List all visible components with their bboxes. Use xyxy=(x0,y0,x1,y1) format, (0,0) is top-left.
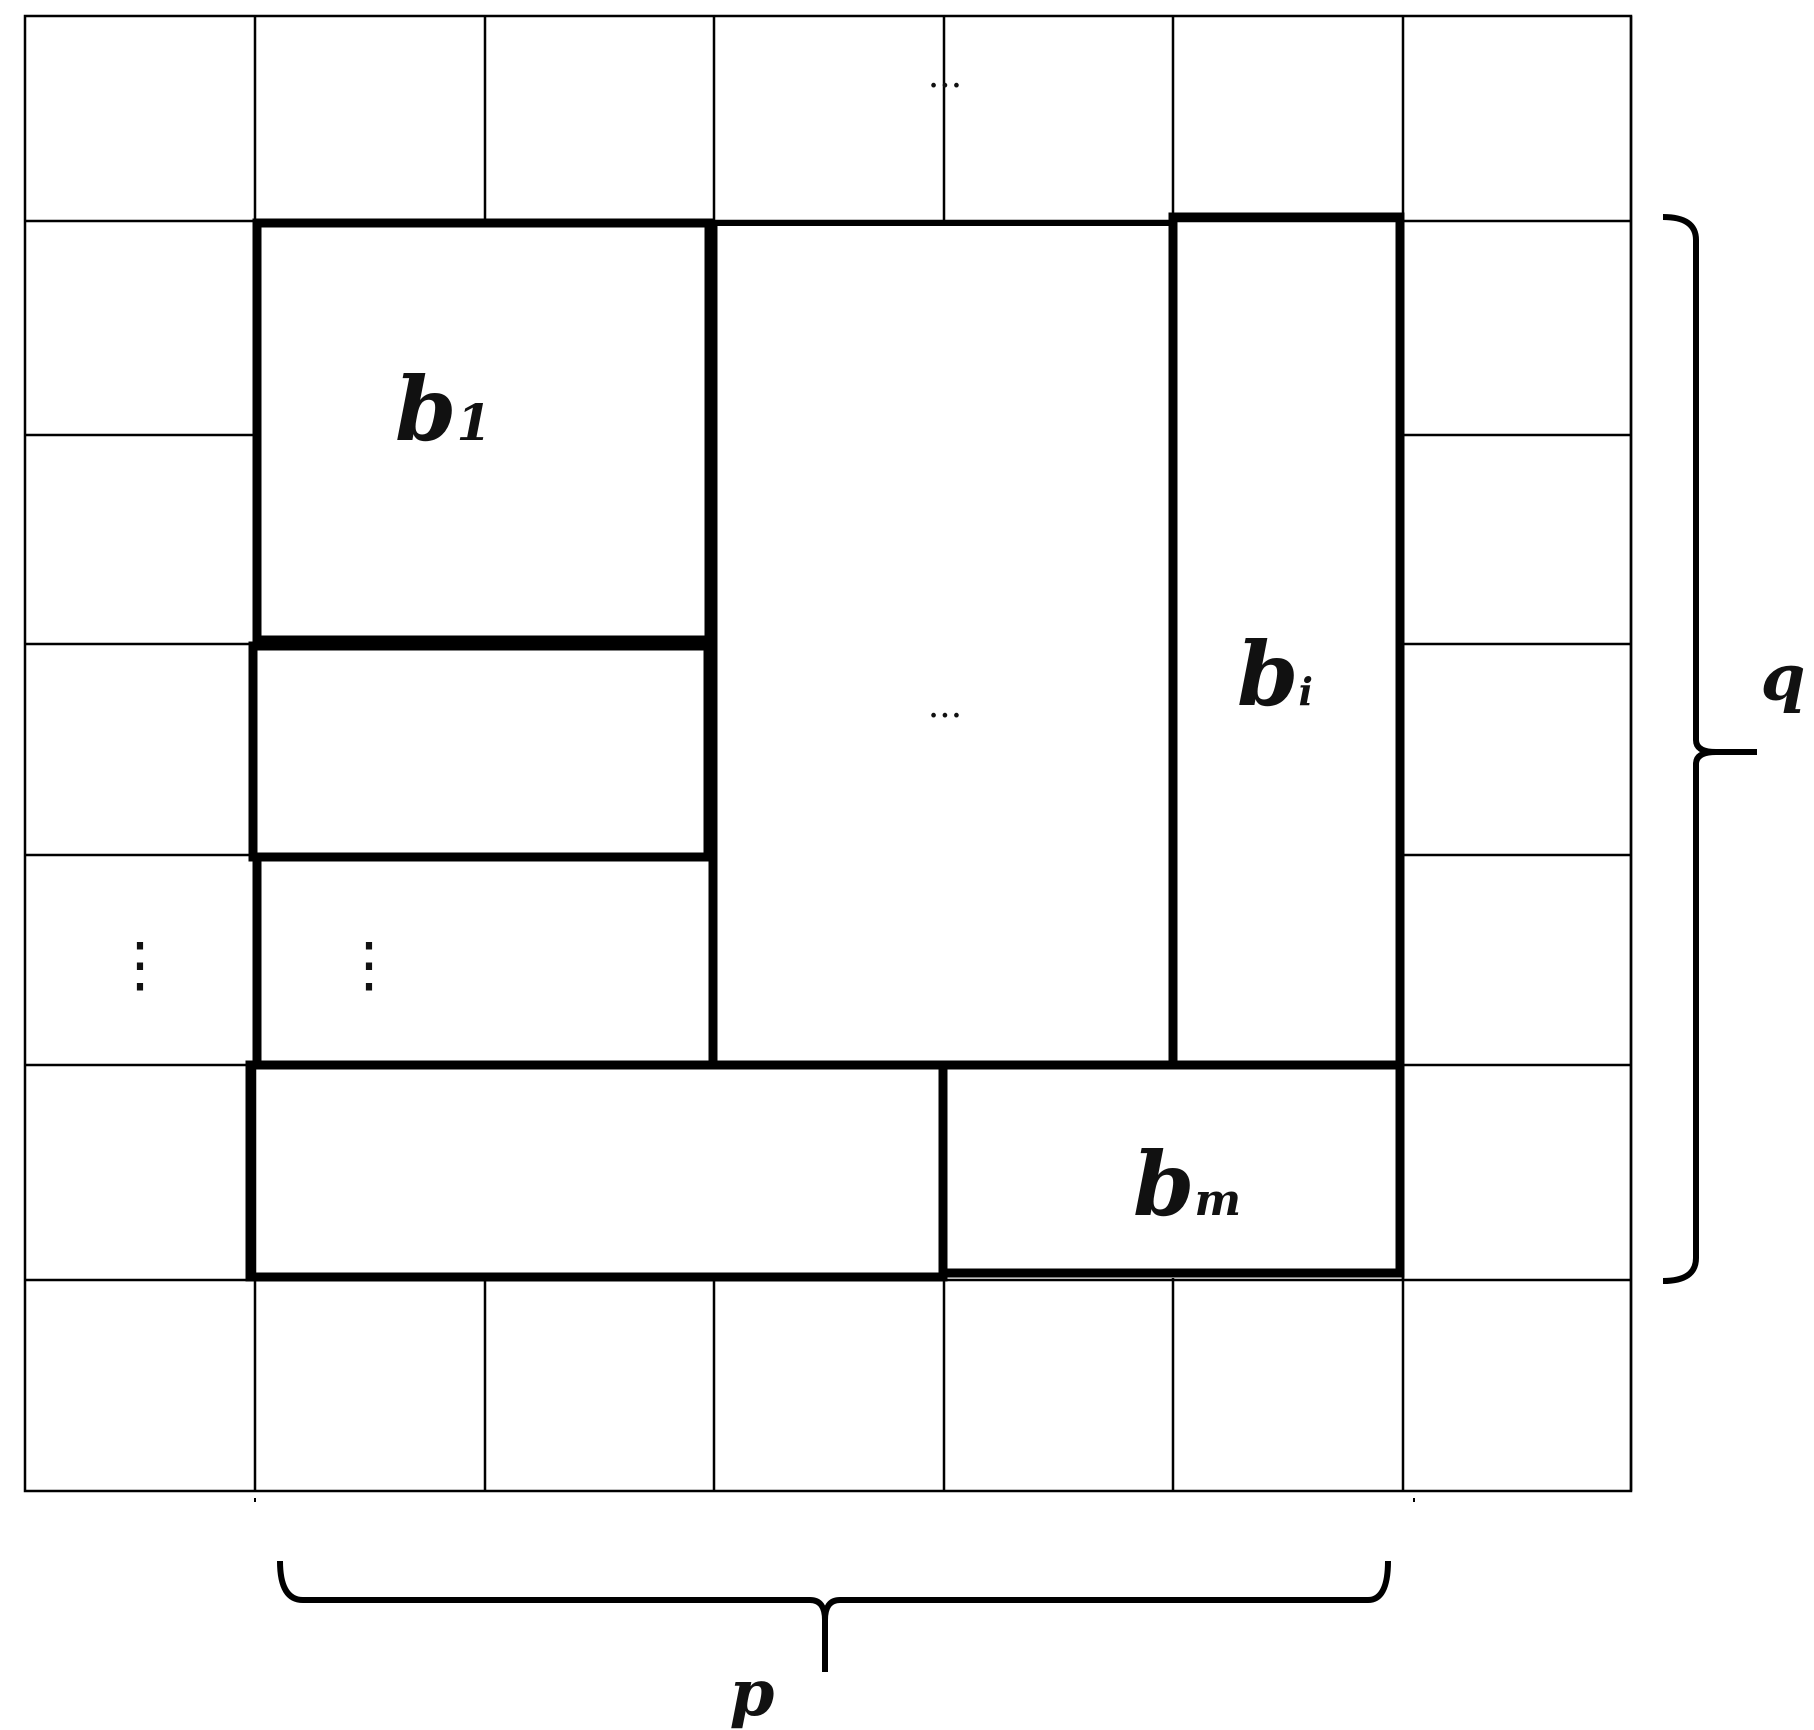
brace-q xyxy=(1662,214,1757,1284)
label-bi-base: b xyxy=(1237,622,1299,726)
label-bi: bi xyxy=(1237,622,1313,726)
label-p: p xyxy=(730,1656,775,1730)
label-b1-base: b xyxy=(395,357,457,461)
label-b1: b1 xyxy=(395,357,491,461)
block-region-background xyxy=(257,223,1401,1278)
label-bm: bm xyxy=(1133,1132,1241,1236)
brace-p xyxy=(277,1560,1391,1672)
block-outlines xyxy=(245,212,1405,1282)
ellipsis-left-vertical: ⋮ xyxy=(110,930,170,1000)
label-bi-sub: i xyxy=(1299,669,1313,714)
label-q: q xyxy=(1761,641,1806,716)
label-bm-sub: m xyxy=(1195,1175,1242,1226)
ellipsis-top: ··· xyxy=(928,66,962,107)
ellipsis-block-vertical: ⋮ xyxy=(339,930,399,1000)
label-bm-base: b xyxy=(1133,1132,1195,1236)
ellipsis-center: ··· xyxy=(928,696,962,737)
label-b1-sub: 1 xyxy=(457,393,492,452)
block-bm xyxy=(938,1060,1405,1278)
